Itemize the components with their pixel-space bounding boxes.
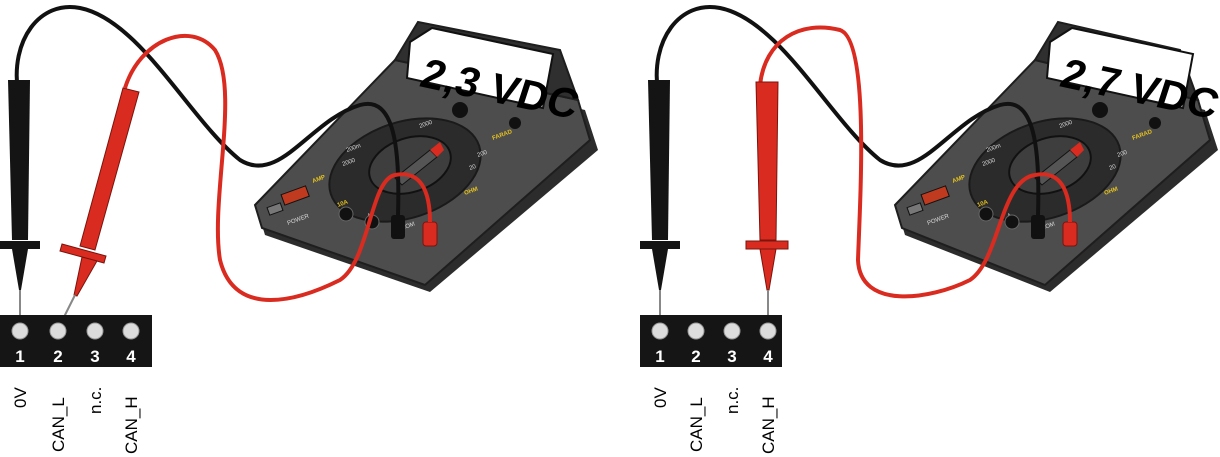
terminal-number: 2	[691, 347, 700, 366]
jack-10a-label: 10A	[337, 199, 350, 209]
svg-text:200: 200	[1117, 150, 1129, 159]
multimeter-left: 2,3 VDC 200m 2000 20 200 2000 AMP FARAD …	[253, 20, 598, 292]
jack-com-label: COM	[401, 221, 416, 231]
terminal-number: 1	[15, 347, 24, 366]
terminal-screw	[759, 322, 777, 340]
terminal-number: 4	[126, 347, 136, 366]
panel-right: 2,7 VDC 200m 2000 20 200 2000 AMP FARAD …	[640, 4, 1220, 454]
panel-left: 2,3 VDC 200m 2000 20 200 2000 AMP FARAD …	[0, 4, 598, 454]
terminal-number: 3	[90, 347, 99, 366]
hold-button	[1092, 102, 1108, 118]
jack-10a	[978, 206, 994, 222]
terminal-screw	[651, 322, 669, 340]
black-probe-right	[640, 80, 680, 318]
terminal-number: 1	[655, 347, 664, 366]
lcd-display	[1045, 26, 1195, 110]
terminal-screw	[11, 322, 29, 340]
pin-label: CAN_H	[122, 396, 141, 454]
amp-label: AMP	[312, 175, 327, 185]
terminal-screw	[122, 322, 140, 340]
red-probe-right	[745, 81, 789, 320]
svg-text:2000: 2000	[982, 157, 997, 167]
pin-label: n.c.	[86, 387, 105, 414]
terminal-screw	[723, 322, 741, 340]
black-probe-left	[0, 80, 40, 318]
power-switch	[920, 185, 950, 206]
svg-text:2000: 2000	[419, 119, 434, 129]
terminal-screw	[86, 322, 104, 340]
light-button	[1149, 117, 1161, 129]
red-lead-wire	[123, 33, 432, 302]
red-plug	[422, 221, 438, 247]
lcd-display	[405, 26, 555, 110]
ohm-label: OHM	[464, 186, 479, 196]
amp-label: AMP	[952, 175, 967, 185]
red-lead-wire	[758, 25, 1072, 299]
svg-text:2000: 2000	[1059, 119, 1074, 129]
pin-label: 0V	[11, 387, 30, 408]
terminal-block-right: 1 2 3 4	[640, 315, 782, 367]
black-plug	[1031, 215, 1045, 239]
svg-text:200m: 200m	[986, 143, 1002, 154]
jack-10a	[338, 206, 354, 222]
svg-text:200m: 200m	[346, 143, 362, 154]
jack-com-label: COM	[1041, 221, 1056, 231]
light-button	[509, 117, 521, 129]
svg-text:20: 20	[1109, 164, 1118, 172]
pin-label: n.c.	[723, 387, 742, 414]
red-plug	[1062, 221, 1078, 247]
ohm-label: OHM	[1104, 186, 1119, 196]
terminal-screw	[687, 322, 705, 340]
multimeter-right: 2,7 VDC 200m 2000 20 200 2000 AMP FARAD …	[893, 20, 1220, 292]
terminal-number: 2	[53, 347, 62, 366]
svg-text:200: 200	[477, 150, 489, 159]
jack-a	[1004, 214, 1020, 230]
black-lead-wire	[654, 4, 1041, 216]
terminal-screw	[49, 322, 67, 340]
red-probe-left	[59, 87, 140, 326]
pin-label: 0V	[651, 387, 670, 408]
power-switch	[280, 185, 310, 206]
jack-10a-label: 10A	[977, 199, 990, 209]
svg-text:20: 20	[469, 164, 478, 172]
pin-label: CAN_L	[687, 397, 706, 452]
hold-button	[452, 102, 468, 118]
terminal-block-left: 1 2 3 4	[0, 315, 152, 367]
pin-label: CAN_H	[759, 396, 778, 454]
black-lead-wire	[14, 4, 401, 216]
pin-label: CAN_L	[49, 397, 68, 452]
svg-text:2000: 2000	[342, 157, 357, 167]
terminal-number: 3	[727, 347, 736, 366]
black-plug	[391, 215, 405, 239]
terminal-number: 4	[763, 347, 773, 366]
